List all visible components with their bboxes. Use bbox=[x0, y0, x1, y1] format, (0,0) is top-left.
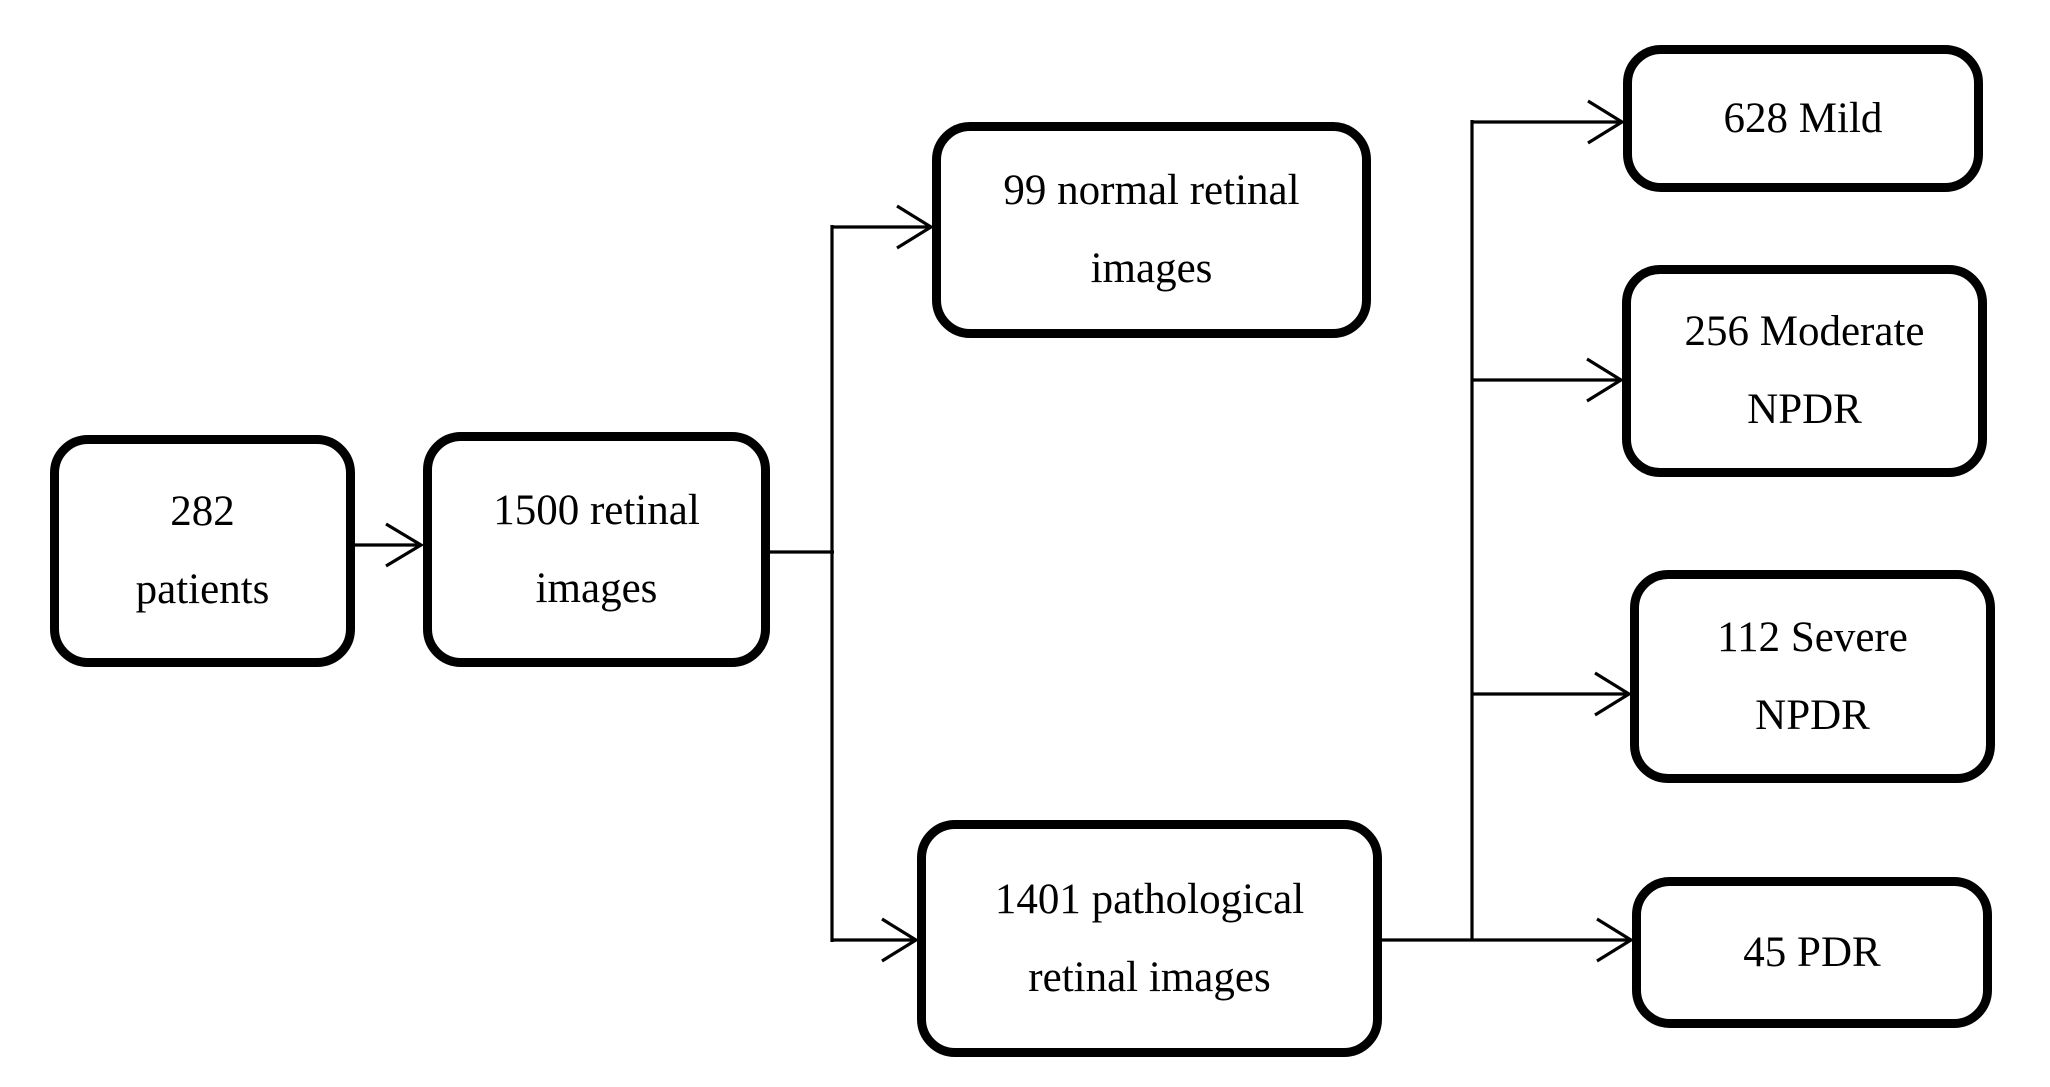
arrow-trunk-to-severe bbox=[1472, 671, 1633, 717]
arrow-pathological-to-pdr bbox=[1382, 917, 1635, 963]
node-label-line: retinal images bbox=[1028, 953, 1271, 1001]
node-label-line: 628 Mild bbox=[1723, 94, 1883, 142]
node-label-line: 1401 pathological bbox=[994, 875, 1305, 923]
arrow-trunk-to-pathological-images bbox=[832, 917, 920, 963]
node-label-line: images bbox=[535, 564, 658, 612]
node-112-severe-npdr: 112 Severe NPDR bbox=[1630, 570, 1995, 783]
node-label-line: 99 normal retinal bbox=[1003, 167, 1300, 214]
arrow-trunk-to-normal-images bbox=[832, 204, 935, 250]
node-label-line: NPDR bbox=[1747, 386, 1862, 433]
node-282-patients: 282 patients bbox=[50, 435, 355, 667]
node-label-line: 256 Moderate bbox=[1684, 308, 1925, 355]
node-628-mild: 628 Mild bbox=[1623, 45, 1983, 192]
node-label-line: NPDR bbox=[1755, 691, 1870, 739]
arrow-trunk-to-moderate bbox=[1472, 357, 1625, 403]
node-label-line: 1500 retinal bbox=[493, 486, 700, 534]
node-99-normal-retinal-images: 99 normal retinal images bbox=[932, 122, 1371, 338]
node-label-line: 282 bbox=[170, 488, 235, 535]
node-label-line: 112 Severe bbox=[1717, 613, 1908, 661]
node-label-line: images bbox=[1090, 245, 1213, 292]
node-1401-pathological-retinal-images: 1401 pathological retinal images bbox=[917, 820, 1382, 1057]
node-label-line: 45 PDR bbox=[1743, 928, 1881, 976]
node-256-moderate-npdr: 256 Moderate NPDR bbox=[1622, 265, 1987, 477]
arrow-trunk-to-mild bbox=[1472, 99, 1626, 145]
node-label-line: patients bbox=[135, 566, 270, 613]
arrow-patients-to-total-images bbox=[355, 522, 425, 568]
node-1500-retinal-images: 1500 retinal images bbox=[423, 432, 770, 667]
node-45-pdr: 45 PDR bbox=[1632, 877, 1992, 1028]
